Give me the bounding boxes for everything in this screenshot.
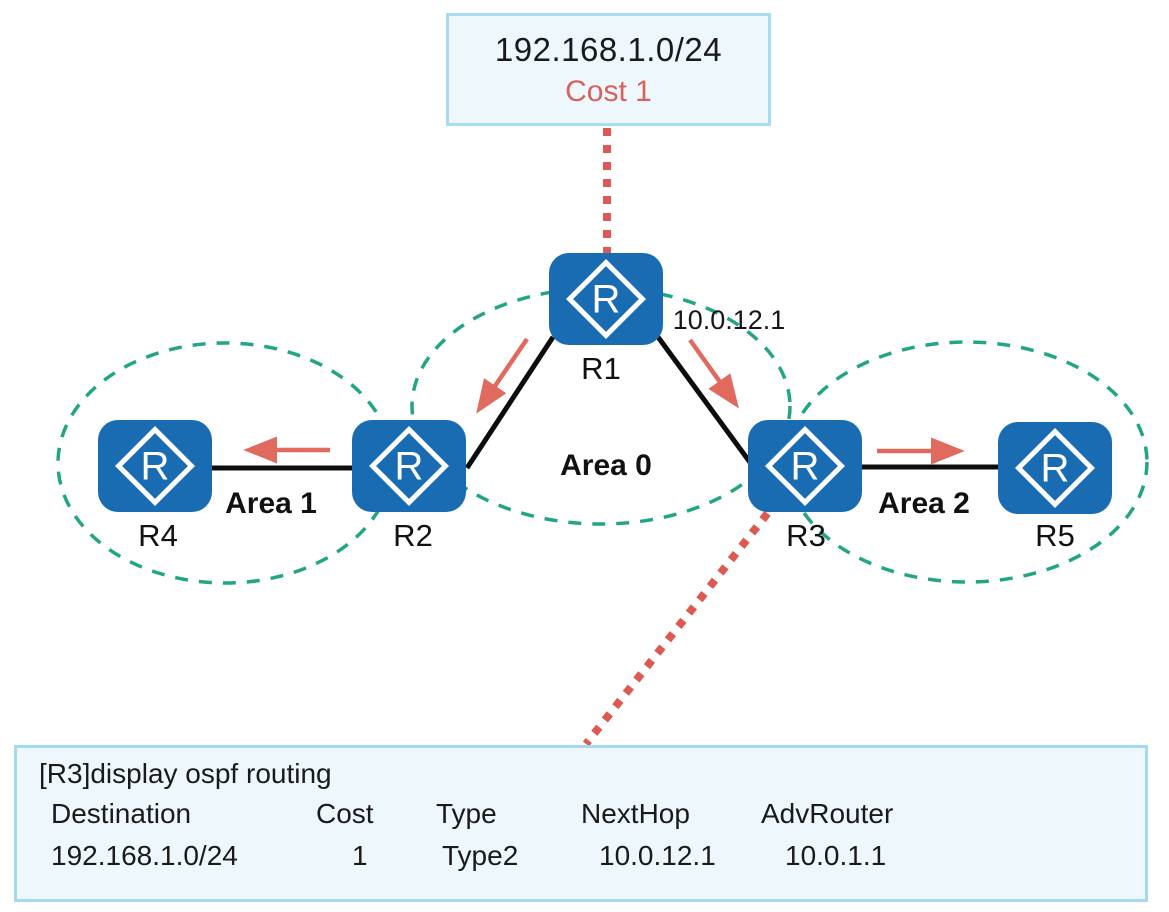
router-label-r5: R5 [1035,518,1075,553]
link-r1-r2 [464,335,556,470]
router-icon: R [369,426,449,506]
router-node-r2[interactable]: R [352,420,466,512]
router-node-r4[interactable]: R [98,420,212,512]
svg-text:R: R [395,445,424,489]
svg-text:R: R [791,445,820,489]
column-header-advrouter: AdvRouter [761,798,894,829]
router-icon: R [566,259,646,339]
console-output-box: [R3]display ospf routing Destination Cos… [14,745,1148,902]
route-cell-cost: 1 [352,840,368,871]
route-cell-nexthop: 10.0.12.1 [599,840,716,871]
router-label-r4: R4 [138,518,178,553]
area1-label: Area 1 [225,487,317,520]
area2-label: Area 2 [878,487,970,520]
route-cell-advrouter: 10.0.1.1 [785,840,887,871]
column-header-nexthop: NextHop [581,798,690,829]
router-icon: R [765,426,845,506]
network-callout-box: 192.168.1.0/24 Cost 1 [446,13,771,126]
arrow-r1-to-r3 [688,338,739,409]
area2-ellipse [785,340,1149,584]
router-label-r3: R3 [786,518,826,553]
router-node-r3[interactable]: R [748,420,862,512]
svg-text:R: R [592,278,621,322]
router-label-r1: R1 [581,351,621,386]
console-command: [R3]display ospf routing [39,758,332,789]
router-icon: R [1015,428,1095,508]
route-cell-destination: 192.168.1.0/24 [51,840,238,871]
svg-text:R: R [1041,447,1070,491]
column-header-cost: Cost [316,798,374,829]
column-header-destination: Destination [51,798,192,829]
router-label-r2: R2 [393,518,433,553]
routing-table: Destination Cost Type NextHop AdvRouter … [39,798,1145,872]
callout-network-text: 192.168.1.0/24 [494,30,723,68]
router-node-r1[interactable]: R [549,253,663,345]
router-icon: R [115,426,195,506]
route-cell-type: Type2 [442,840,519,871]
arrow-r1-to-r2 [476,337,529,414]
svg-text:R: R [141,445,170,489]
callout-cost-text: Cost 1 [565,74,652,108]
area0-label: Area 0 [560,449,652,482]
column-header-type: Type [436,798,497,829]
interface-ip-label: 10.0.12.1 [672,305,786,335]
link-r1-r3 [655,335,755,467]
router-node-r5[interactable]: R [998,422,1112,514]
dotted-connector-r3-console [582,497,782,747]
